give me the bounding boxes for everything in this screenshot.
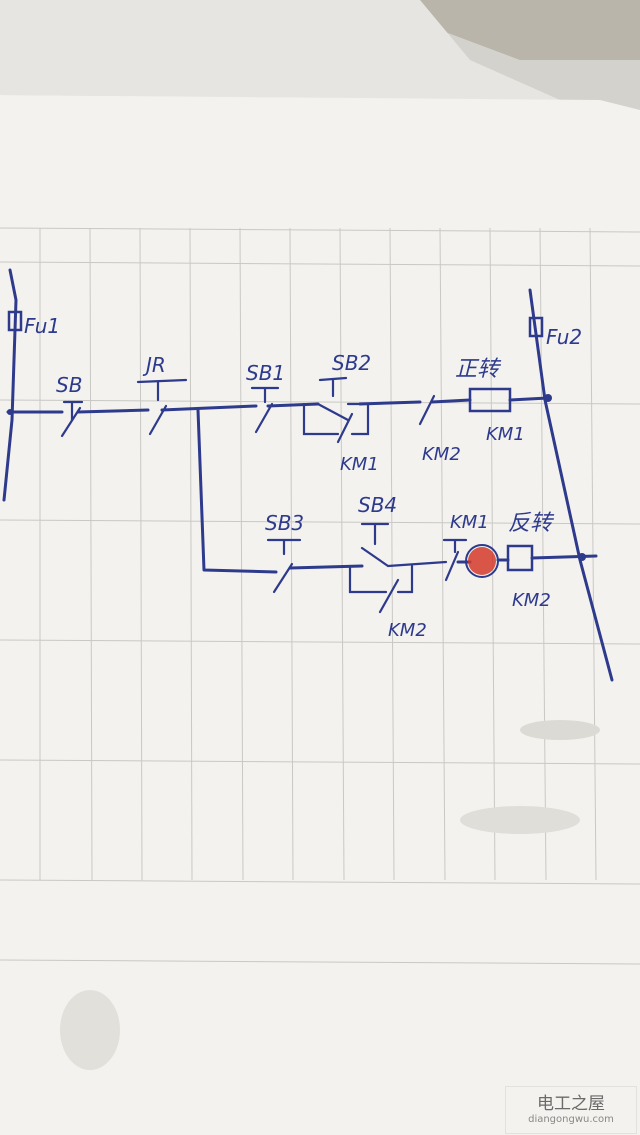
label-sb4: SB4: [358, 493, 397, 517]
label-km1-aux: KM1: [340, 454, 379, 475]
red-mark-icon: [468, 547, 496, 575]
sb2-pushbutton-icon: [318, 376, 348, 398]
wire-segment: [288, 564, 364, 570]
jr-actuator-icon: [136, 378, 188, 402]
label-km2-coil: KM2: [512, 590, 551, 611]
wire-segment: [530, 554, 598, 560]
label-sb3: SB3: [265, 511, 304, 535]
label-fu2: Fu2: [546, 325, 582, 349]
paper-corner-top: [395, 0, 640, 60]
branch-wire: [196, 408, 278, 574]
sb2-contact-icon: [316, 402, 362, 422]
label-reverse: 反转: [508, 511, 555, 536]
wire-segment: [430, 398, 472, 404]
label-jr: JR: [142, 353, 166, 377]
junction-dot: [544, 394, 552, 402]
junction-dot: [578, 553, 586, 561]
wire-segment: [508, 396, 550, 402]
wire-segment: [160, 404, 258, 412]
sb3-pushbutton-icon: [266, 538, 302, 556]
sb1-contact-icon: [254, 402, 274, 434]
watermark-title: 电工之屋: [537, 1094, 605, 1114]
smudge: [60, 990, 120, 1070]
km1-holding-contact-icon: [302, 402, 370, 444]
sb4-contact-icon: [360, 546, 448, 568]
label-km2-interlock: KM2: [422, 444, 461, 465]
label-km1-coil: KM1: [486, 424, 525, 445]
fuse-fu2-icon: [528, 316, 544, 338]
label-km1-interlock: KM1: [450, 512, 489, 533]
paper-sheet: [0, 95, 640, 1135]
right-power-line: [528, 288, 614, 682]
wire-segment: [76, 408, 150, 414]
sb1-pushbutton-icon: [250, 386, 280, 404]
wire-segment: [358, 400, 422, 406]
smudge: [460, 806, 580, 834]
label-sb1: SB1: [246, 361, 285, 385]
label-sb: SB: [56, 373, 82, 397]
wire-segment: [266, 402, 320, 408]
label-fu1: Fu1: [24, 314, 60, 338]
label-km2-aux: KM2: [388, 620, 427, 641]
sb-pushbutton-icon: [62, 400, 84, 422]
fuse-fu1-icon: [7, 310, 23, 332]
watermark-url: diangongwu.com: [528, 1114, 614, 1125]
label-sb2: SB2: [332, 351, 371, 375]
sb4-pushbutton-icon: [360, 522, 390, 546]
km2-holding-contact-icon: [348, 564, 414, 614]
site-watermark: 电工之屋 diangongwu.com: [505, 1086, 637, 1134]
paper-top-sheet: [0, 0, 560, 100]
label-forward: 正转: [455, 357, 502, 382]
km1-interlock-contact-icon: [442, 538, 468, 582]
smudge: [520, 720, 600, 740]
junction-dot: [7, 409, 13, 415]
left-power-line: [2, 268, 18, 502]
